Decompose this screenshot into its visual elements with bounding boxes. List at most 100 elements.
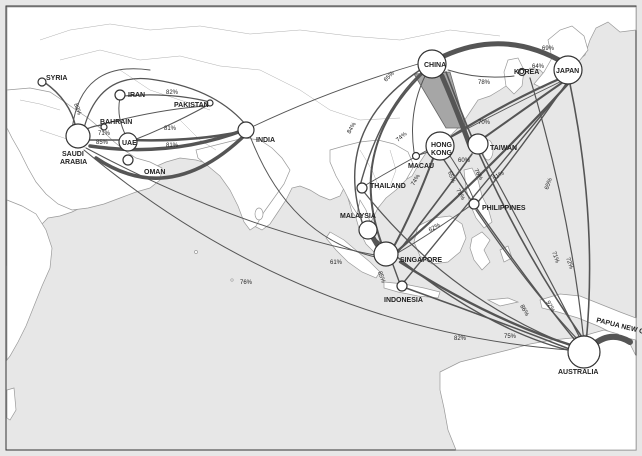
route-japan-australia xyxy=(569,83,591,345)
route-saudi-loop xyxy=(71,68,151,131)
pct-indonesia-australia-2: 75% xyxy=(504,334,517,340)
route-uae-india xyxy=(130,130,242,142)
node-syria xyxy=(37,77,47,87)
route-philippines-singapore xyxy=(395,205,471,255)
route-india-singapore xyxy=(249,135,381,259)
label-saudi-arabia-2: ARABIA xyxy=(60,159,87,166)
route-singapore-indonesia xyxy=(391,261,401,285)
label-saudi-arabia-1: SAUDI xyxy=(62,151,84,158)
route-thailand-australia xyxy=(363,191,577,349)
label-singapore: SINGAPORE xyxy=(400,257,442,264)
label-indonesia: INDONESIA xyxy=(384,297,423,304)
node-oman xyxy=(122,154,134,166)
landmass-island-2 xyxy=(230,278,234,282)
pct-taiwan-australia: 92% xyxy=(544,300,556,314)
landmass-sulawesi xyxy=(469,231,491,271)
pct-japan-china: 78% xyxy=(478,80,491,86)
route-korea-australia xyxy=(529,77,585,343)
route-syria-saudi xyxy=(43,81,77,129)
label-pakistan: PAKISTAN xyxy=(174,102,209,109)
label-oman: OMAN xyxy=(144,169,165,176)
node-iran xyxy=(114,89,126,101)
label-iran: IRAN xyxy=(128,92,145,99)
landmass-madagascar xyxy=(6,387,17,421)
label-hong-kong-2: KONG xyxy=(431,150,453,157)
landmass-borneo xyxy=(413,215,467,265)
pct-taiwan-singapore: 74% xyxy=(411,173,423,187)
label-korea: KOREA xyxy=(514,69,539,76)
pct-china-singapore: 84% xyxy=(347,121,359,135)
node-macau xyxy=(411,151,421,161)
route-china-malaysia xyxy=(353,69,421,229)
route-japan-thailand xyxy=(363,79,565,187)
route-china-japan xyxy=(441,41,569,67)
pct-japan-singapore: 71% xyxy=(550,251,560,265)
pct-singapore-indonesia: 85% xyxy=(376,271,386,285)
route-japan-philippines xyxy=(477,83,567,203)
route-china-korea xyxy=(447,69,515,78)
landmass-africa xyxy=(6,199,53,362)
pct-china-japan: 69% xyxy=(542,46,555,52)
route-malaysia-australia xyxy=(371,235,577,353)
route-saudi-singapore xyxy=(85,147,381,257)
route-hongkong-singapore xyxy=(391,155,435,251)
pct-saudi-australia: 76% xyxy=(240,280,253,286)
label-taiwan: TAIWAN xyxy=(490,145,517,152)
route-china-thailand xyxy=(359,69,425,187)
pct-taiwan-philippines: 70% xyxy=(478,120,491,126)
node-india xyxy=(237,121,255,139)
label-australia: AUSTRALIA xyxy=(558,369,598,376)
nodes xyxy=(37,49,601,369)
landmass-sri-lanka xyxy=(254,207,264,221)
node-singapore xyxy=(373,241,399,267)
route-gulf-loop xyxy=(83,78,251,131)
route-iran-pakistan xyxy=(123,94,211,103)
pct-hongkong-singapore: 62% xyxy=(428,222,442,234)
node-bahrain xyxy=(100,123,108,131)
pct-syria-saudi: 83% xyxy=(72,103,82,117)
route-china-australia xyxy=(445,71,585,341)
node-pakistan xyxy=(206,99,214,107)
routes xyxy=(43,41,633,353)
node-indonesia xyxy=(396,280,408,292)
label-uae: UAE xyxy=(122,140,137,147)
pct-hongkong-macau: 79% xyxy=(454,188,466,202)
route-saudi-australia xyxy=(83,149,571,351)
node-taiwan xyxy=(467,133,489,155)
route-uae-iran xyxy=(118,97,127,137)
map-frame xyxy=(5,5,637,451)
route-hongkong-philippines xyxy=(449,155,475,201)
label-hong-kong-1: HONG xyxy=(431,142,453,149)
label-thailand: THAILAND xyxy=(370,183,406,190)
label-japan: JAPAN xyxy=(556,68,579,75)
node-china xyxy=(417,49,447,79)
node-uae xyxy=(118,132,138,152)
node-korea xyxy=(517,67,527,77)
route-china-macau xyxy=(412,73,427,153)
pct-japan-australia-1: 65% xyxy=(544,177,554,191)
pct-uae-pakistan: 81% xyxy=(164,126,177,132)
node-saudi-arabia xyxy=(65,123,91,149)
route-india-china xyxy=(253,63,419,127)
pct-indonesia-australia-1: 82% xyxy=(454,336,467,342)
label-syria: SYRIA xyxy=(46,75,67,82)
label-philippines: PHILIPPINES xyxy=(482,205,526,212)
pct-iran-pakistan: 82% xyxy=(166,90,179,96)
node-malaysia xyxy=(358,220,378,240)
pct-saudi-uae: 85% xyxy=(96,140,109,146)
pct-japan-taiwan: 76% xyxy=(472,168,484,182)
route-taiwan-australia xyxy=(479,149,583,343)
route-japan-taiwan xyxy=(477,79,567,143)
pct-japan-australia-2: 72% xyxy=(564,257,574,271)
route-hongkong-australia xyxy=(443,159,579,345)
label-malaysia: MALAYSIA xyxy=(340,213,376,220)
route-pakistan-uae xyxy=(133,103,211,141)
node-japan xyxy=(553,55,583,85)
percent-labels: 69% 65% 78% 84% 74% 60% 65% 76% 81% 65% … xyxy=(72,46,574,342)
landmass-island-1 xyxy=(194,250,198,254)
pct-japan-korea: 64% xyxy=(532,64,545,70)
route-china-hongkong xyxy=(439,73,473,149)
route-japan-hongkong xyxy=(450,74,568,138)
node-philippines xyxy=(468,198,480,210)
